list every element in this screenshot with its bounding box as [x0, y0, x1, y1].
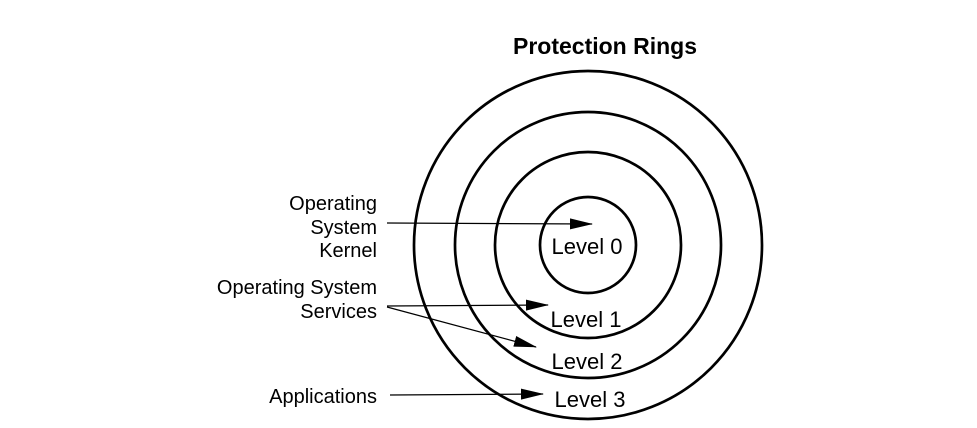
applications-label: Applications: [269, 386, 377, 408]
services-arrow-level-1: [386, 299, 549, 311]
ring-level-2-circle: [453, 110, 723, 380]
ring-label-level-1: Level 1: [551, 307, 622, 332]
services-label-line-1: Operating System: [217, 277, 377, 299]
kernel-label-line-2: System: [310, 217, 377, 239]
kernel-label-line-3: Kernel: [319, 240, 377, 262]
diagram-title: Protection Rings: [513, 33, 697, 59]
ring-label-level-0: Level 0: [552, 234, 623, 259]
ring-label-level-3: Level 3: [555, 387, 626, 412]
ring-level-1-circle: [493, 150, 683, 340]
ring-level-3-circle: [412, 69, 764, 421]
ring-label-level-2: Level 2: [552, 349, 623, 374]
services-arrow-level-2: [386, 306, 537, 348]
services-label-line-2: Services: [300, 301, 377, 323]
ring-level-0-circle: [538, 195, 638, 295]
applications-arrow: [389, 388, 544, 400]
kernel-label-line-1: Operating: [289, 193, 377, 215]
kernel-arrow: [386, 218, 593, 230]
